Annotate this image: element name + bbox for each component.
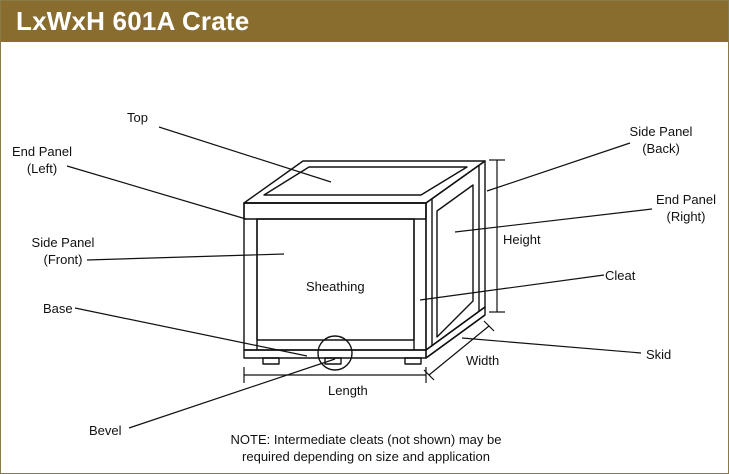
skid-right — [404, 357, 422, 365]
label-side-panel-front: Side Panel (Front) — [25, 234, 101, 268]
leader-base — [74, 307, 308, 357]
note-text: NOTE: Intermediate cleats (not shown) ma… — [201, 431, 531, 465]
base-side — [425, 306, 486, 359]
front-panel — [243, 202, 427, 351]
label-width: Width — [466, 353, 500, 368]
label-skid: Skid — [646, 347, 672, 362]
label-end-panel-left-line2: (Left) — [26, 161, 58, 176]
skid-left — [262, 357, 280, 365]
label-side-panel-back-line2: (Back) — [642, 141, 680, 156]
label-end-panel-right: End Panel (Right) — [646, 191, 726, 225]
label-end-panel-right-line1: End Panel — [656, 192, 716, 207]
label-height: Height — [503, 232, 541, 247]
note-line1: NOTE: Intermediate cleats (not shown) ma… — [230, 432, 502, 447]
leader-side-panel-back — [486, 142, 631, 192]
page-title: LxWxH 601A Crate — [16, 6, 250, 36]
top-sheathing — [263, 166, 468, 196]
skid-mid — [324, 357, 342, 365]
label-side-panel-back-line1: Side Panel — [629, 124, 693, 139]
label-cleat: Cleat — [605, 268, 636, 283]
leader-side-panel-front — [86, 253, 285, 261]
label-sheathing: Sheathing — [306, 279, 365, 294]
label-side-panel-front-line2: (Front) — [43, 252, 83, 267]
label-side-panel-back: Side Panel (Back) — [621, 123, 701, 157]
leader-skid — [461, 337, 642, 354]
label-end-panel-left: End Panel (Left) — [7, 143, 77, 177]
bevel-circle — [317, 335, 353, 371]
label-bevel: Bevel — [89, 423, 122, 438]
leader-bevel — [128, 358, 336, 429]
leader-top — [158, 126, 332, 183]
right-sheathing — [436, 184, 474, 338]
label-length: Length — [328, 383, 368, 398]
crate-base — [243, 349, 427, 359]
front-top-rim — [243, 202, 427, 220]
label-base: Base — [43, 301, 73, 316]
label-side-panel-front-line1: Side Panel — [31, 235, 95, 250]
label-top: Top — [127, 110, 148, 125]
note-line2: required depending on size and applicati… — [242, 449, 490, 464]
width-dimension — [428, 325, 490, 376]
leader-cleat — [419, 274, 605, 301]
label-end-panel-right-line2: (Right) — [666, 209, 706, 224]
leader-end-panel-left — [66, 165, 247, 220]
label-end-panel-left-line1: End Panel — [12, 144, 72, 159]
leader-end-panel-right — [454, 208, 653, 233]
title-bar: LxWxH 601A Crate — [1, 1, 728, 42]
